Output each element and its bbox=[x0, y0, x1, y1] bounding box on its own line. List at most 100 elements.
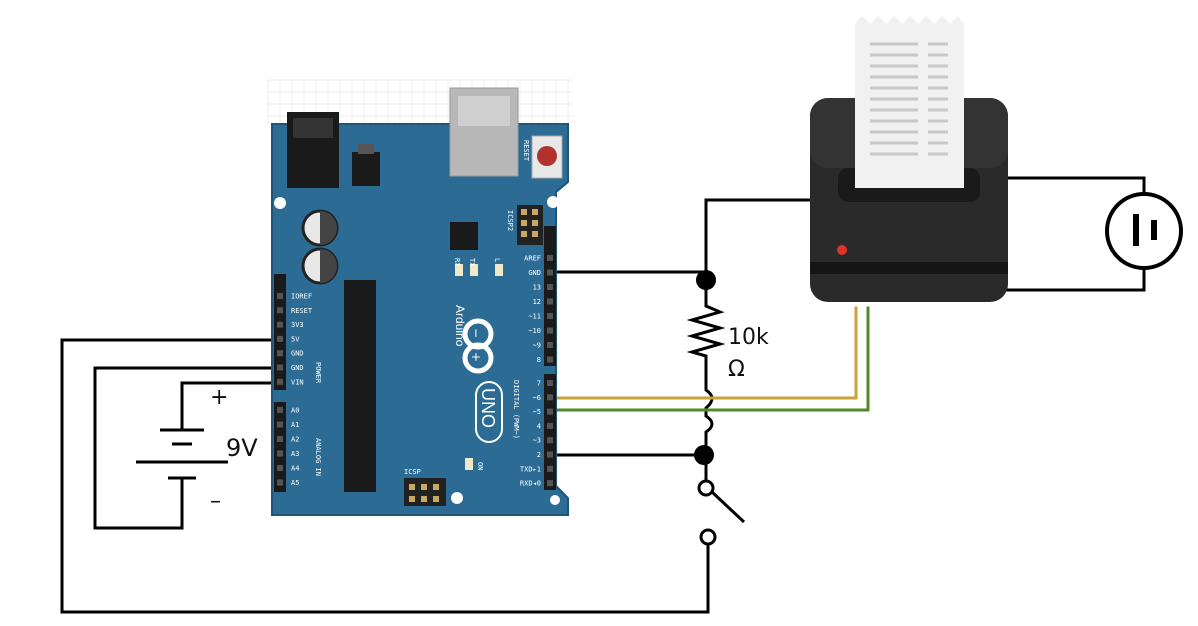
icsp-pin bbox=[521, 209, 527, 215]
analog-header-label: ANALOG IN bbox=[314, 438, 322, 476]
tx-led bbox=[470, 264, 478, 276]
header-pin[interactable] bbox=[547, 480, 553, 487]
icsp-pin bbox=[409, 496, 415, 502]
reset-label: RESET bbox=[522, 140, 530, 162]
header-pin[interactable] bbox=[277, 378, 283, 385]
pin-label: A1 bbox=[291, 421, 299, 429]
wire-printer-gnd bbox=[704, 198, 812, 274]
icsp-pin bbox=[521, 220, 527, 226]
pin-label: 5V bbox=[291, 335, 300, 343]
push-switch-icon[interactable] bbox=[697, 479, 746, 546]
usb-port-inner bbox=[458, 96, 510, 126]
arduino-uno-board: RESET ICSP2 RX TX L − + Arduin bbox=[271, 87, 569, 516]
header-pin[interactable] bbox=[547, 269, 553, 276]
pin-label: AREF bbox=[524, 255, 541, 263]
svg-text:+: + bbox=[469, 352, 483, 362]
header-pin[interactable] bbox=[277, 350, 283, 357]
power-header-label: POWER bbox=[314, 362, 322, 384]
pin-label: ~11 bbox=[528, 313, 541, 321]
receipt-paper bbox=[855, 24, 964, 188]
wire-printer-outlet-bottom bbox=[1006, 260, 1146, 292]
pin-label: GND bbox=[291, 364, 304, 372]
header-pin[interactable] bbox=[547, 255, 553, 261]
rx-led bbox=[455, 264, 463, 276]
wire-yellow-pin6 bbox=[546, 306, 858, 400]
header-pin[interactable] bbox=[547, 422, 553, 429]
wire-printer-outlet-top bbox=[1006, 176, 1146, 202]
header-pin[interactable] bbox=[547, 313, 553, 319]
wire-gnd-to-battery bbox=[93, 366, 282, 530]
digital-header-label: DIGITAL (PWM~) bbox=[512, 380, 520, 439]
header-pin[interactable] bbox=[277, 421, 283, 428]
analog-header bbox=[274, 402, 286, 492]
battery-icon bbox=[136, 428, 228, 480]
pin-label: A3 bbox=[291, 450, 299, 458]
header-pin[interactable] bbox=[547, 284, 553, 290]
pin-label: 13 bbox=[533, 284, 541, 292]
header-pin[interactable] bbox=[547, 465, 553, 472]
on-led bbox=[465, 458, 473, 470]
header-pin[interactable] bbox=[277, 364, 283, 371]
pin-label: ~3 bbox=[533, 437, 541, 445]
icsp-pin bbox=[421, 496, 427, 502]
rx-label: RX bbox=[453, 258, 461, 267]
header-pin[interactable] bbox=[277, 293, 283, 299]
resistor-icon bbox=[686, 300, 726, 360]
icsp-pin bbox=[532, 220, 538, 226]
usb-chip bbox=[450, 222, 478, 250]
pin-label: VIN bbox=[291, 378, 304, 386]
pin-label: 12 bbox=[533, 298, 541, 306]
pin-label: GND bbox=[528, 269, 541, 277]
l-label: L bbox=[493, 258, 501, 262]
uno-badge bbox=[475, 381, 503, 443]
header-pin[interactable] bbox=[547, 298, 553, 305]
header-pin[interactable] bbox=[547, 356, 553, 363]
pin-label: A4 bbox=[291, 465, 299, 473]
icsp-pin bbox=[521, 231, 527, 237]
icsp2-header bbox=[517, 205, 543, 245]
wire-resistor-to-pin2 bbox=[704, 358, 714, 457]
header-pin[interactable] bbox=[277, 307, 283, 314]
pin-label: 7 bbox=[537, 380, 541, 388]
header-pin[interactable] bbox=[277, 407, 283, 413]
voltage-regulator-tab bbox=[358, 144, 374, 154]
header-pin[interactable] bbox=[277, 450, 283, 457]
pin-label: A0 bbox=[291, 407, 299, 415]
header-pin[interactable] bbox=[547, 437, 553, 444]
mount-hole bbox=[274, 197, 286, 209]
pin-label: ~10 bbox=[528, 327, 541, 335]
pin-label: ~9 bbox=[533, 342, 541, 350]
icsp2-label: ICSP2 bbox=[506, 210, 514, 231]
icsp-pin bbox=[532, 209, 538, 215]
icsp-pin bbox=[421, 484, 427, 490]
pin-label: RESET bbox=[291, 307, 313, 315]
header-pin[interactable] bbox=[277, 436, 283, 442]
pin-label: RXD◂0 bbox=[520, 480, 541, 488]
header-pin[interactable] bbox=[547, 394, 553, 401]
icsp-label: ICSP bbox=[404, 468, 421, 476]
header-pin[interactable] bbox=[277, 321, 283, 328]
header-pin[interactable] bbox=[277, 335, 283, 342]
icsp-pin bbox=[532, 231, 538, 237]
pin-label: 3V3 bbox=[291, 321, 304, 329]
on-label: ON bbox=[476, 462, 484, 470]
header-pin[interactable] bbox=[547, 380, 553, 386]
grid-background bbox=[267, 79, 572, 124]
header-pin[interactable] bbox=[277, 465, 283, 471]
digital-header bbox=[544, 374, 556, 490]
printer-led bbox=[837, 245, 847, 255]
header-pin[interactable] bbox=[547, 451, 553, 458]
header-pin[interactable] bbox=[547, 408, 553, 415]
wire-5v-to-switch bbox=[60, 338, 710, 614]
header-pin[interactable] bbox=[547, 327, 553, 334]
reset-button-cap[interactable] bbox=[537, 146, 557, 166]
tx-label: TX bbox=[468, 258, 476, 267]
pin-label: A2 bbox=[291, 436, 299, 444]
voltage-regulator bbox=[352, 152, 380, 186]
header-pin[interactable] bbox=[547, 342, 553, 348]
header-pin[interactable] bbox=[277, 479, 283, 486]
thermal-printer-icon bbox=[810, 16, 1008, 302]
